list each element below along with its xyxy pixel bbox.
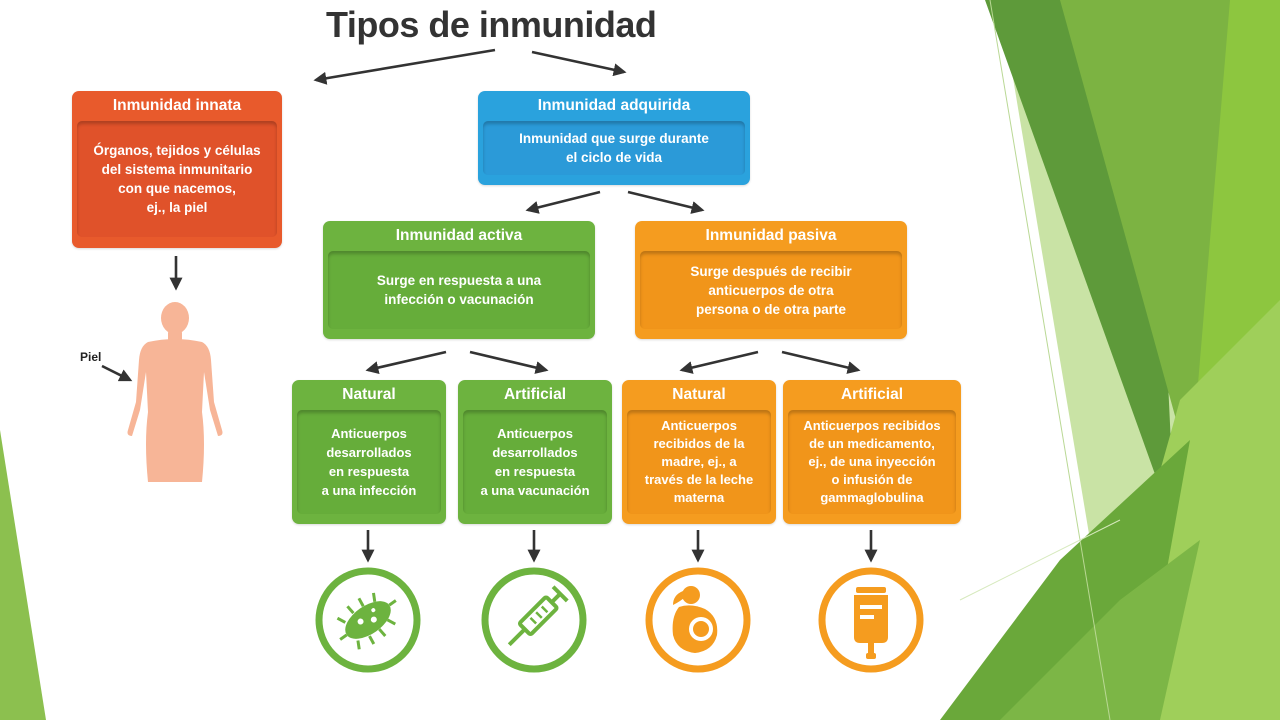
acquired-body-line: Inmunidad que surge durante	[519, 131, 709, 146]
innate-body-line: con que nacemos,	[118, 181, 236, 196]
passive-natural-line: Anticuerpos	[661, 418, 737, 433]
arrow-active-to-artificial	[469, 350, 549, 374]
innate-immunity-body: Órganos, tejidos y células del sistema i…	[77, 121, 277, 237]
passive-natural-header: Natural	[672, 386, 726, 403]
acquired-body-line: el ciclo de vida	[565, 150, 663, 165]
active-natural-box: Natural Anticuerpos desarrollados en res…	[292, 380, 446, 524]
passive-artificial-line: Anticuerpos recibidos	[803, 418, 941, 433]
arrow-piel-pointer	[101, 364, 133, 382]
arrow-passive-to-natural	[679, 350, 759, 374]
active-artificial-body: Anticuerpos desarrollados en respuesta a…	[463, 410, 607, 514]
acquired-immunity-header: Inmunidad adquirida	[537, 97, 691, 114]
passive-immunity-box: Inmunidad pasiva Surge después de recibi…	[635, 221, 907, 339]
active-body-line: infección o vacunación	[384, 292, 534, 307]
innate-body-line: del sistema inmunitario	[101, 162, 253, 177]
passive-body-line: persona o de otra parte	[695, 301, 847, 317]
active-artificial-box: Artificial Anticuerpos desarrollados en …	[458, 380, 612, 524]
innate-immunity-box: Inmunidad innata Órganos, tejidos y célu…	[72, 91, 282, 248]
thin-diagonal-line	[989, 0, 1111, 720]
thin-diagonal-line-2	[959, 519, 1121, 601]
passive-immunity-body: Surge después de recibir anticuerpos de …	[640, 251, 902, 329]
arrow-acquired-to-active	[525, 190, 601, 214]
active-immunity-box: Inmunidad activa Surge en respuesta a un…	[323, 221, 595, 339]
passive-artificial-line: gammaglobulina	[820, 490, 924, 505]
arrow-title-to-innate	[313, 48, 496, 85]
passive-natural-box: Natural Anticuerpos recibidos de la madr…	[622, 380, 776, 524]
acquired-immunity-box: Inmunidad adquirida Inmunidad que surge …	[478, 91, 750, 185]
passive-artificial-header: Artificial	[840, 386, 903, 403]
passive-body-line: anticuerpos de otra	[708, 282, 834, 298]
active-artificial-line: desarrollados	[492, 445, 578, 460]
passive-immunity-header: Inmunidad pasiva	[705, 227, 837, 244]
bacteria-icon	[315, 567, 421, 673]
breastfeeding-icon	[645, 567, 751, 673]
passive-natural-body: Anticuerpos recibidos de la madre, ej., …	[627, 410, 771, 514]
iv-bag-icon	[818, 567, 924, 673]
passive-body-line: Surge después de recibir	[690, 263, 852, 279]
left-green-wedge	[0, 430, 46, 720]
active-artificial-line: en respuesta	[494, 464, 576, 479]
active-natural-header: Natural	[342, 386, 396, 403]
passive-natural-line: madre, ej., a	[661, 454, 737, 469]
innate-body-line: Órganos, tejidos y células	[93, 143, 261, 158]
arrow-acquired-to-passive	[627, 190, 705, 214]
active-natural-line: en respuesta	[328, 464, 410, 479]
human-body-icon	[127, 302, 223, 482]
active-natural-body: Anticuerpos desarrollados en respuesta a…	[297, 410, 441, 514]
active-artificial-line: a una vacunación	[480, 483, 590, 498]
syringe-icon	[481, 567, 587, 673]
passive-natural-line: recibidos de la	[653, 436, 745, 451]
passive-natural-line: materna	[673, 490, 725, 505]
page-title: Tipos de inmunidad	[326, 4, 657, 45]
active-natural-line: a una infección	[321, 483, 417, 498]
active-natural-line: Anticuerpos	[331, 426, 407, 441]
innate-body-line: ej., la piel	[146, 200, 208, 215]
active-artificial-line: Anticuerpos	[497, 426, 573, 441]
acquired-immunity-body: Inmunidad que surge durante el ciclo de …	[483, 121, 745, 175]
active-body-line: Surge en respuesta a una	[376, 273, 542, 288]
innate-immunity-header: Inmunidad innata	[112, 97, 242, 114]
active-natural-line: desarrollados	[326, 445, 412, 460]
active-artificial-header: Artificial	[503, 386, 566, 403]
passive-artificial-line: ej., de una inyección	[808, 454, 936, 469]
passive-artificial-box: Artificial Anticuerpos recibidos de un m…	[783, 380, 961, 524]
active-immunity-header: Inmunidad activa	[395, 227, 523, 244]
arrow-active-to-natural	[365, 350, 447, 374]
active-immunity-body: Surge en respuesta a una infección o vac…	[328, 251, 590, 329]
passive-natural-line: través de la leche	[644, 472, 754, 487]
arrow-title-to-acquired	[531, 50, 627, 77]
passive-artificial-line: de un medicamento,	[809, 436, 935, 451]
passive-artificial-body: Anticuerpos recibidos de un medicamento,…	[788, 410, 956, 514]
passive-artificial-line: o infusión de	[831, 472, 913, 487]
piel-label: Piel	[80, 350, 102, 364]
right-panel-lower-mid	[1000, 540, 1200, 720]
arrow-passive-to-artificial	[781, 350, 861, 374]
